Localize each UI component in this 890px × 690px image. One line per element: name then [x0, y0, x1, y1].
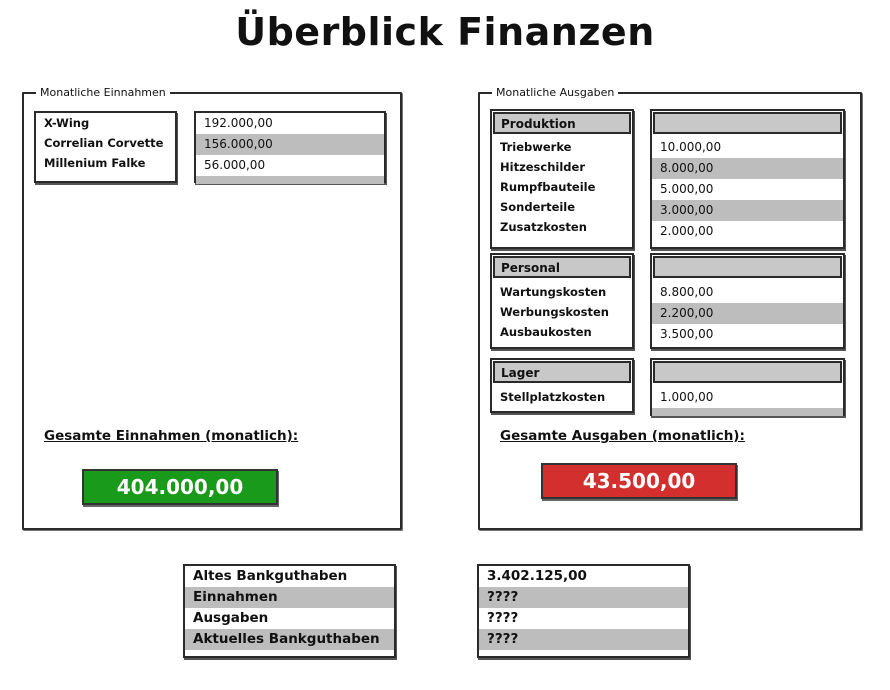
list-item[interactable]: 8.000,00	[652, 158, 843, 179]
list-item[interactable]: 3.500,00	[660, 327, 714, 341]
list-item[interactable]: Stellplatzkosten	[500, 390, 606, 404]
list-item[interactable]: Einnahmen	[185, 587, 394, 608]
income-legend: Monatliche Einnahmen	[36, 85, 170, 101]
personal-values-list[interactable]: 8.800,00 2.200,00 3.500,00	[650, 253, 845, 349]
list-item[interactable]: ????	[479, 587, 688, 608]
list-item[interactable]: 156.000,00	[196, 134, 384, 155]
list-item[interactable]: Ausgaben	[193, 610, 269, 626]
produktion-values-list[interactable]: 10.000,00 8.000,00 5.000,00 3.000,00 2.0…	[650, 109, 845, 249]
list-item[interactable]: Wartungskosten	[500, 285, 607, 299]
list-filler	[652, 408, 843, 416]
list-item[interactable]: Hitzeschilder	[500, 160, 585, 174]
group-header-produktion: Produktion	[493, 112, 631, 134]
list-item[interactable]: 56.000,00	[204, 158, 266, 172]
list-item[interactable]: Correlian Corvette	[44, 136, 164, 150]
list-item[interactable]: Zusatzkosten	[500, 220, 587, 234]
income-total-label: Gesamte Einnahmen (monatlich):	[44, 428, 299, 444]
lager-names-list[interactable]: Lager Stellplatzkosten	[490, 358, 634, 413]
list-item[interactable]: Millenium Falke	[44, 156, 146, 170]
income-total-value: 404.000,00	[82, 469, 278, 505]
list-item[interactable]: 5.000,00	[660, 182, 714, 196]
list-item[interactable]: Altes Bankguthaben	[193, 568, 348, 584]
list-item[interactable]: 3.000,00	[652, 200, 843, 221]
bank-values-list[interactable]: 3.402.125,00 ???? ???? ????	[477, 564, 690, 658]
list-item[interactable]: 2.200,00	[652, 303, 843, 324]
list-item[interactable]: 3.402.125,00	[487, 568, 587, 584]
lager-values-list[interactable]: 1.000,00	[650, 358, 845, 416]
list-item[interactable]: 2.000,00	[660, 224, 714, 238]
list-filler	[196, 176, 384, 184]
list-item[interactable]: ????	[487, 610, 519, 626]
page-title: Überblick Finanzen	[235, 10, 655, 54]
expenses-legend: Monatliche Ausgaben	[492, 85, 619, 101]
expenses-group: Monatliche Ausgaben	[478, 85, 862, 530]
list-item[interactable]: Ausbaukosten	[500, 325, 592, 339]
list-item[interactable]: 1.000,00	[660, 390, 714, 404]
income-names-list[interactable]: X-Wing Correlian Corvette Millenium Falk…	[34, 111, 177, 183]
list-item[interactable]: ????	[479, 629, 688, 650]
group-header-personal: Personal	[493, 256, 631, 278]
income-values-list[interactable]: 192.000,00 156.000,00 56.000,00	[194, 111, 386, 184]
list-item[interactable]: X-Wing	[44, 116, 90, 130]
list-item[interactable]: Triebwerke	[500, 140, 572, 154]
group-header-lager: Lager	[493, 361, 631, 383]
expenses-total-value: 43.500,00	[541, 463, 737, 499]
bank-labels-list[interactable]: Altes Bankguthaben Einnahmen Ausgaben Ak…	[183, 564, 396, 658]
list-item[interactable]: 10.000,00	[660, 140, 722, 154]
group-header-blank	[653, 112, 842, 134]
list-item[interactable]: Aktuelles Bankguthaben	[185, 629, 394, 650]
list-item[interactable]: 8.800,00	[660, 285, 714, 299]
personal-names-list[interactable]: Personal Wartungskosten Werbungskosten A…	[490, 253, 634, 349]
group-header-blank	[653, 256, 842, 278]
income-group: Monatliche Einnahmen	[22, 85, 402, 530]
list-item[interactable]: Werbungskosten	[500, 305, 609, 319]
list-item[interactable]: Sonderteile	[500, 200, 576, 214]
list-item[interactable]: Rumpfbauteile	[500, 180, 596, 194]
produktion-names-list[interactable]: Produktion Triebwerke Hitzeschilder Rump…	[490, 109, 634, 249]
list-item[interactable]: 192.000,00	[204, 116, 273, 130]
group-header-blank	[653, 361, 842, 383]
expenses-total-label: Gesamte Ausgaben (monatlich):	[500, 428, 745, 444]
